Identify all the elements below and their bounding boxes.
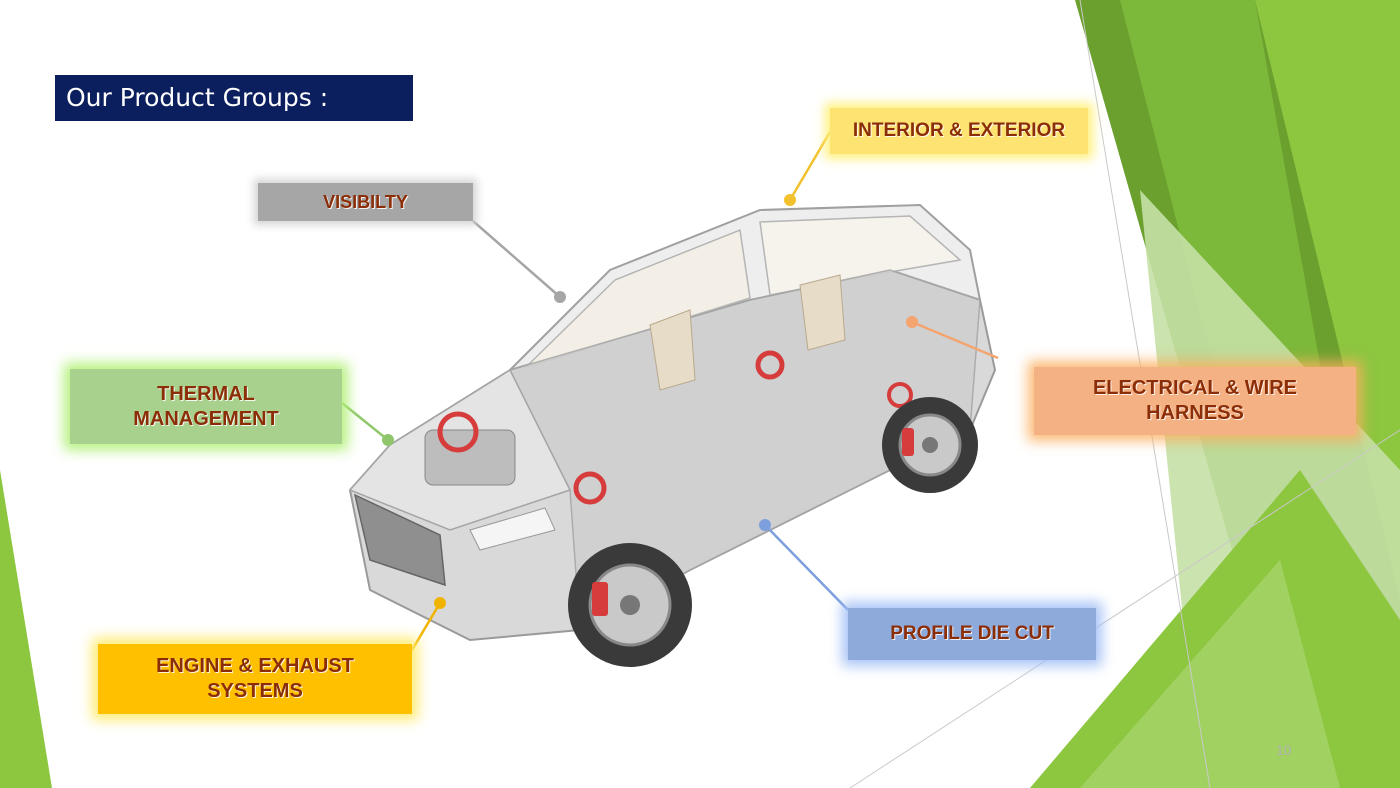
deco-left-sliver xyxy=(0,470,52,788)
label-profile-die-cut-text: PROFILE DIE CUT xyxy=(890,623,1054,645)
label-electrical-wire-harness: ELECTRICAL & WIRE HARNESS xyxy=(1034,367,1356,435)
page-number: 10 xyxy=(1276,742,1292,758)
car-cutaway-icon xyxy=(348,203,997,667)
deco-line-1 xyxy=(849,429,1400,788)
label-engine-exhaust-text: ENGINE & EXHAUST SYSTEMS xyxy=(156,655,354,702)
deco-right-mid-2 xyxy=(1120,0,1330,430)
leader-thermal xyxy=(341,402,389,441)
leader-electrical xyxy=(911,320,999,360)
leader-engine xyxy=(410,602,442,651)
page-title: Our Product Groups : xyxy=(55,75,413,121)
label-interior-exterior-text: INTERIOR & EXTERIOR xyxy=(852,120,1066,142)
label-interior-exterior: INTERIOR & EXTERIOR xyxy=(830,108,1088,154)
label-profile-die-cut: PROFILE DIE CUT xyxy=(848,608,1096,660)
deco-bottom-light xyxy=(1080,560,1340,788)
label-engine-exhaust: ENGINE & EXHAUST SYSTEMS xyxy=(98,644,412,714)
leader-visibility xyxy=(472,220,561,298)
label-electrical-wire-harness-text: ELECTRICAL & WIRE HARNESS xyxy=(1092,377,1298,424)
label-thermal-management: THERMAL MANAGEMENT xyxy=(70,369,342,444)
label-thermal-management-text: THERMAL MANAGEMENT xyxy=(133,382,279,430)
leader-interior xyxy=(788,131,832,201)
label-visibility-text: VISIBILTY xyxy=(323,191,408,212)
label-visibility: VISIBILTY xyxy=(258,183,473,221)
leader-profile xyxy=(764,524,849,611)
